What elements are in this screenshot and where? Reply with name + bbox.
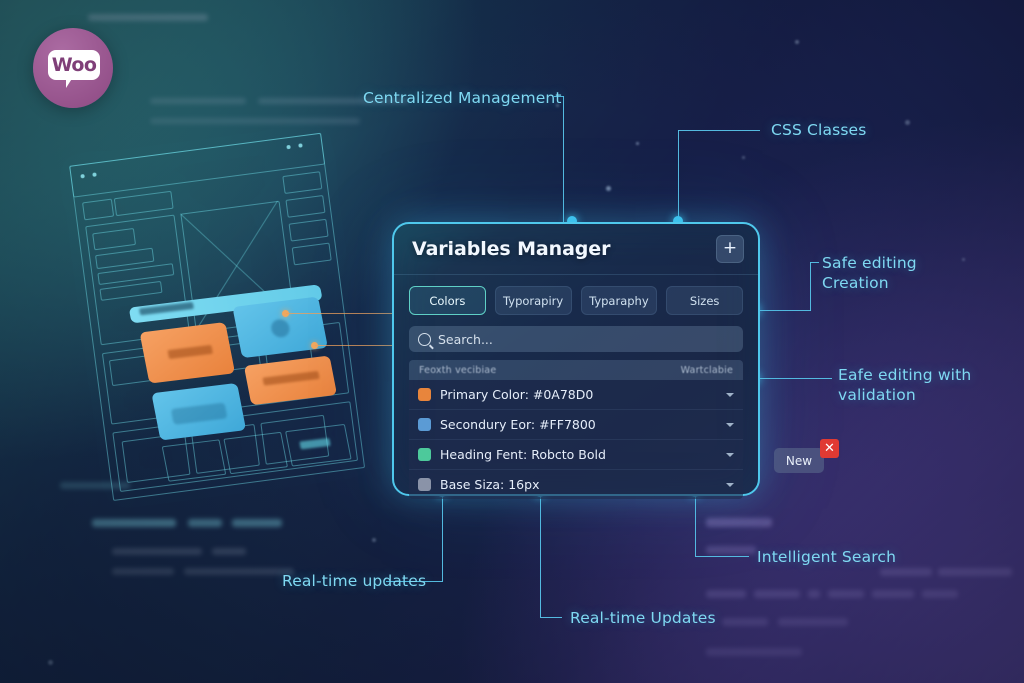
- color-swatch: [418, 448, 431, 461]
- connector-rtu-lower-v: [540, 492, 542, 617]
- chevron-down-icon[interactable]: [726, 452, 734, 457]
- chevron-down-icon[interactable]: [726, 422, 734, 427]
- connector-intelligent-search-v: [695, 492, 697, 556]
- woo-bubble-tail-icon: [66, 77, 78, 88]
- card-connector-dot-1: [282, 310, 289, 317]
- variable-label: Secondury Eor: #FF7800: [440, 417, 596, 432]
- card-connector-dot-2: [311, 342, 318, 349]
- connector-rtu-lower-h: [540, 617, 562, 619]
- connector-css-classes-h: [678, 130, 760, 132]
- annotation-intelligent-search: Intelligent Search: [757, 548, 897, 566]
- search-placeholder: Search...: [438, 331, 493, 347]
- variable-label: Heading Fent: Robcto Bold: [440, 447, 606, 462]
- table-row[interactable]: Primary Color: #0A78D0: [409, 380, 743, 410]
- chevron-down-icon[interactable]: [726, 392, 734, 397]
- blueprint-wireframe-illustration: [69, 132, 415, 501]
- woo-logo-text: Woo: [51, 53, 97, 76]
- column-header-value: Wartclabie: [680, 364, 733, 376]
- connector-validation-h: [756, 378, 832, 380]
- variable-label: Primary Color: #0A78D0: [440, 387, 594, 402]
- tab-typography-2[interactable]: Typaraphy: [580, 286, 658, 315]
- new-button[interactable]: New: [774, 448, 824, 473]
- tab-sizes[interactable]: Sizes: [666, 286, 743, 315]
- annotation-safe-editing-creation: Safe editing Creation: [822, 254, 917, 292]
- annotation-real-time-updates-lower: Real-time Updates: [570, 609, 716, 627]
- page-title: Variables Manager: [412, 238, 611, 260]
- connector-safe-editing-h1: [756, 310, 811, 312]
- nub-centralized-management: [567, 216, 577, 226]
- connector-centralized-management-h: [554, 96, 564, 98]
- new-button-group: New ✕: [774, 439, 839, 473]
- color-swatch: [418, 418, 431, 431]
- tab-typography-1[interactable]: Typorapiry: [494, 286, 572, 315]
- connector-rtu-left-v: [442, 492, 444, 581]
- component-preview-card: [128, 284, 356, 498]
- panel-header: Variables Manager +: [394, 224, 758, 275]
- table-row[interactable]: Secondury Eor: #FF7800: [409, 410, 743, 440]
- nub-css-classes: [673, 216, 683, 226]
- color-swatch: [418, 478, 431, 491]
- column-header-name: Feoxth vecibiae: [419, 364, 497, 376]
- search-icon: [418, 332, 431, 346]
- woo-speech-bubble-icon: Woo: [48, 50, 100, 80]
- woo-logo: Woo: [33, 28, 113, 108]
- connector-safe-editing-h2: [810, 262, 819, 264]
- close-icon[interactable]: ✕: [820, 439, 839, 458]
- tab-colors[interactable]: Colors: [409, 286, 486, 315]
- card-connector-line-2: [315, 345, 415, 346]
- color-swatch: [418, 388, 431, 401]
- connector-rtu-left-h: [386, 581, 443, 583]
- variables-manager-panel: Variables Manager + Colors Typorapiry Ty…: [392, 222, 760, 499]
- card-connector-line-1: [286, 313, 414, 314]
- search-input[interactable]: Search...: [409, 326, 743, 352]
- variable-label: Base Siza: 16px: [440, 477, 540, 492]
- table-row[interactable]: Base Siza: 16px: [409, 470, 743, 499]
- table-row[interactable]: Heading Fent: Robcto Bold: [409, 440, 743, 470]
- add-variable-button[interactable]: +: [716, 235, 744, 263]
- connector-safe-editing-v: [810, 262, 812, 311]
- connector-css-classes-v: [678, 130, 680, 222]
- variables-list: Feoxth vecibiae Wartclabie Primary Color…: [409, 360, 743, 499]
- annotation-safe-editing-validation: Eafe editing with validation: [838, 366, 972, 404]
- category-tabs: Colors Typorapiry Typaraphy Sizes: [394, 275, 758, 315]
- list-column-headers: Feoxth vecibiae Wartclabie: [409, 360, 743, 380]
- connector-intelligent-search-h: [695, 556, 749, 558]
- annotation-css-classes: CSS Classes: [771, 121, 867, 139]
- annotation-real-time-updates-left: Real-time updates: [282, 572, 427, 590]
- chevron-down-icon[interactable]: [726, 482, 734, 487]
- connector-centralized-management-v: [563, 96, 565, 222]
- annotation-centralized-management: Centralized Management: [363, 89, 562, 107]
